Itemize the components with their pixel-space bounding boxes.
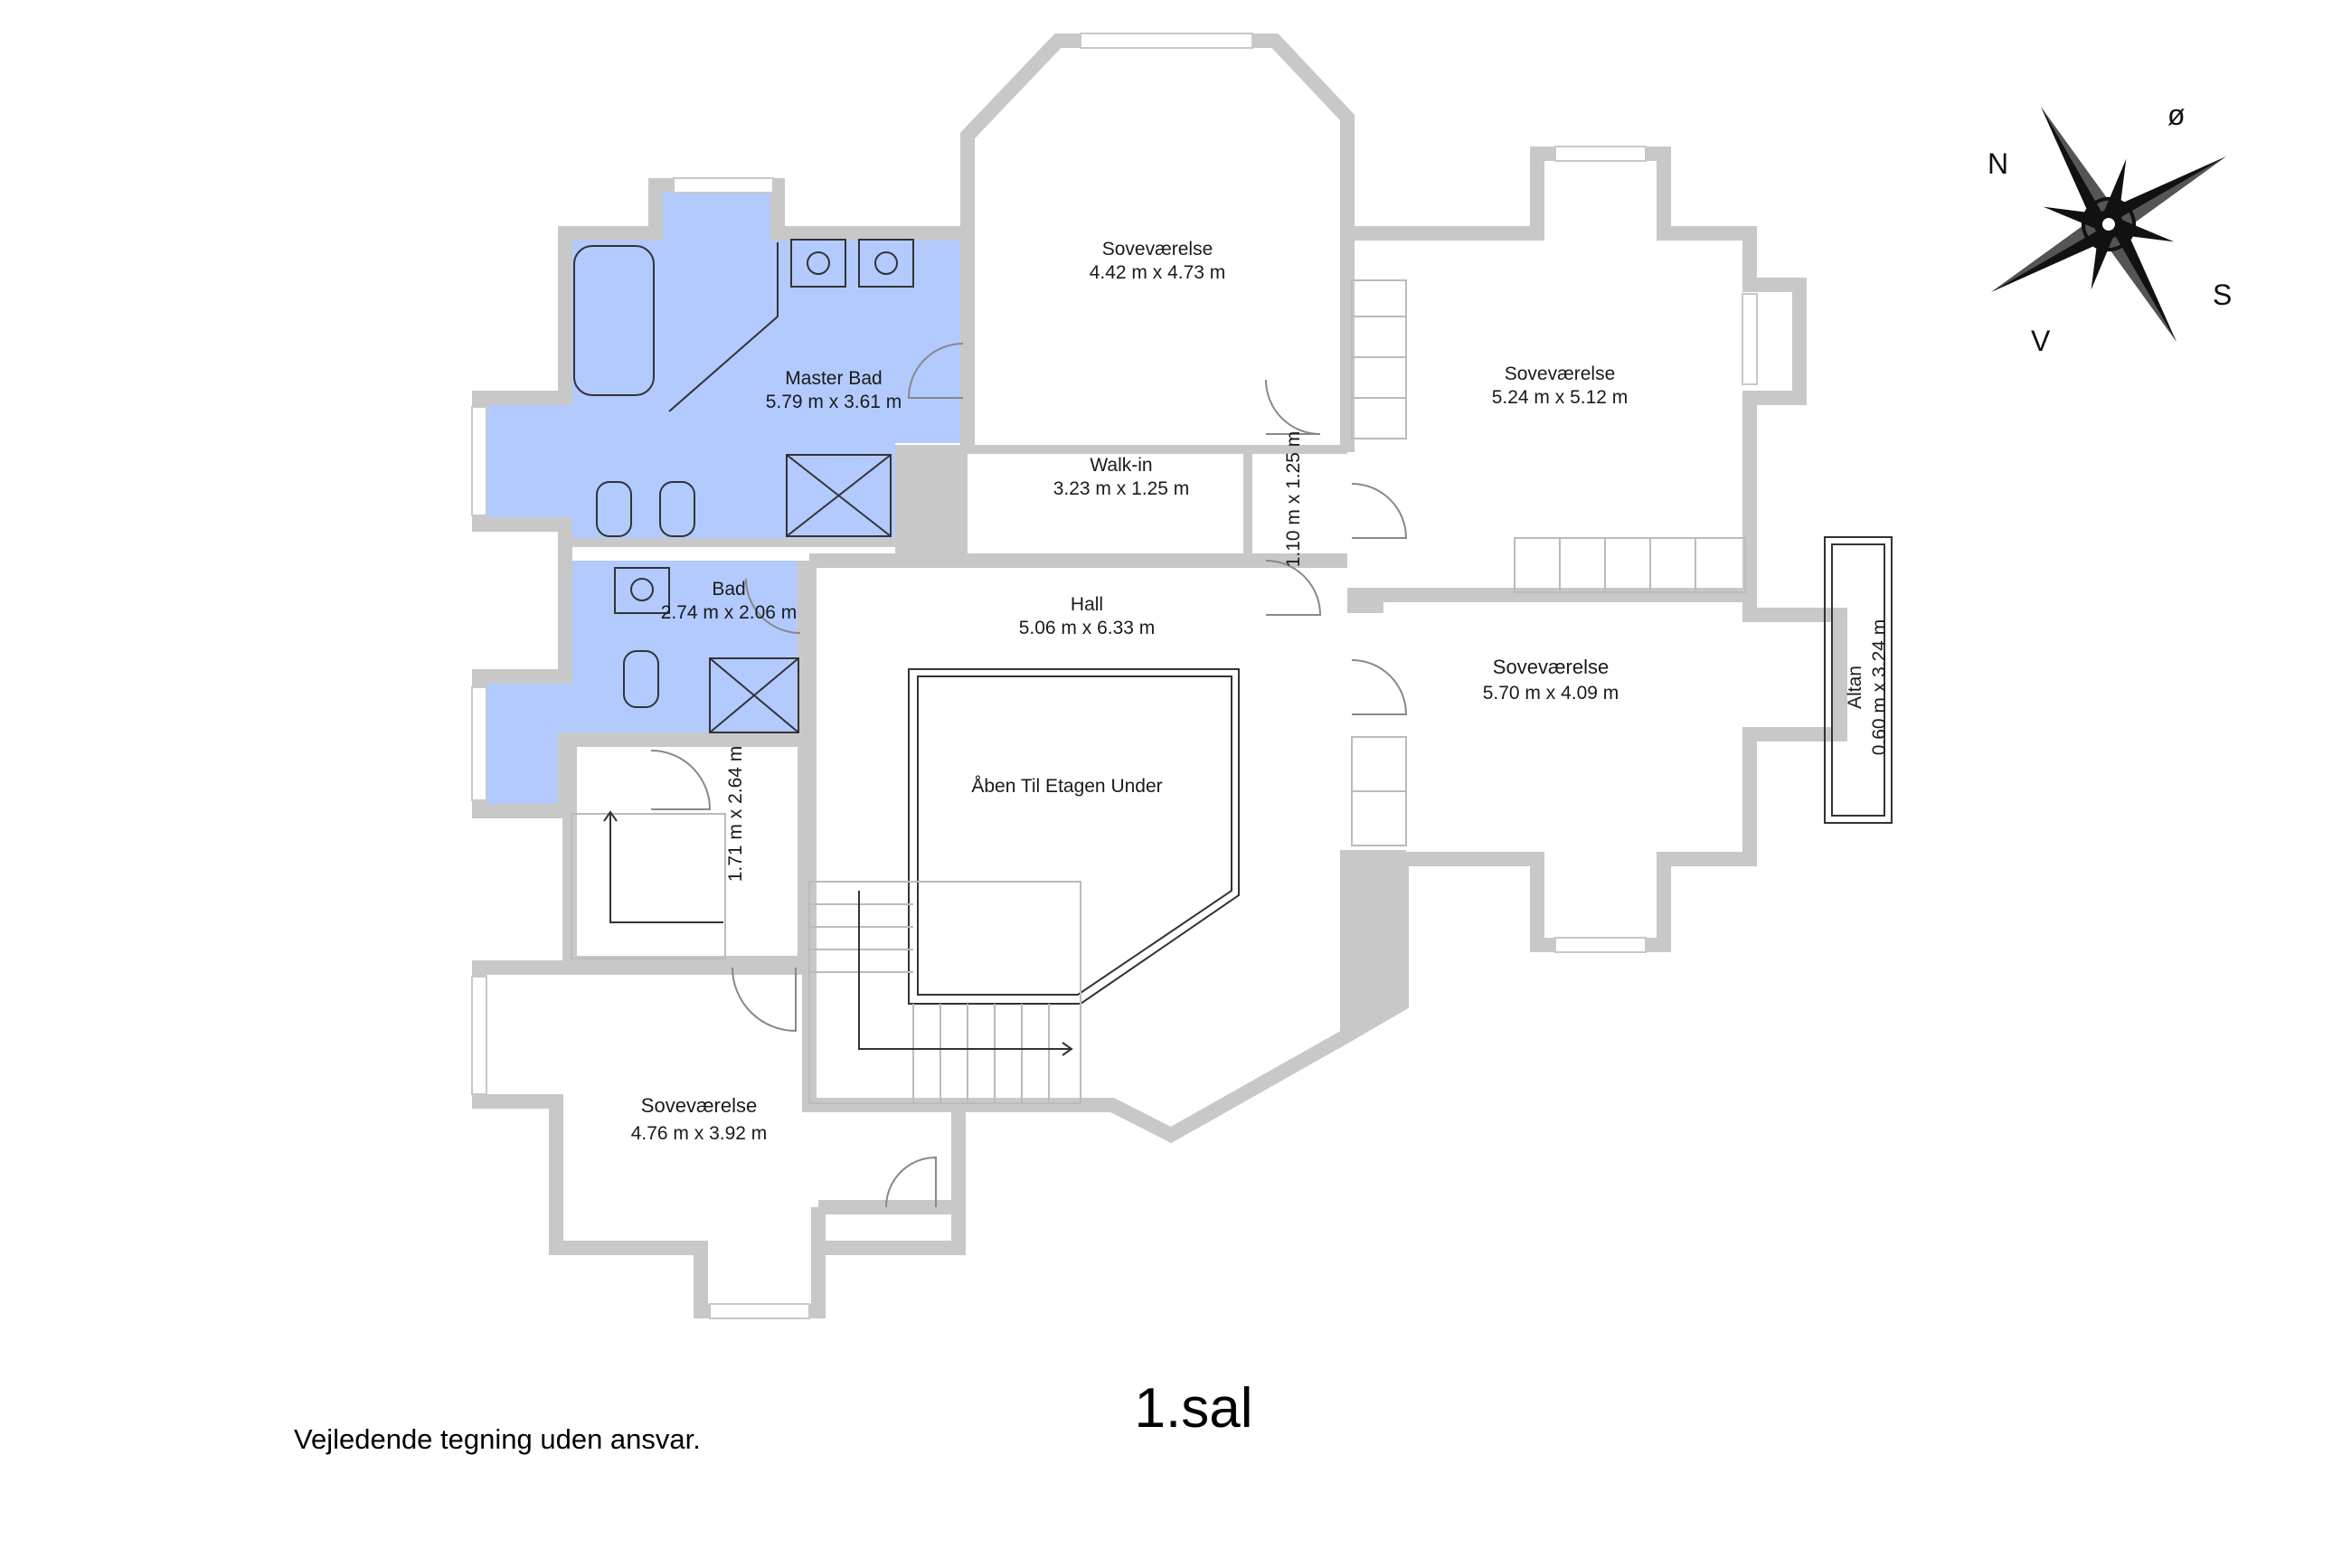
master-bath-size: 5.79 m x 3.61 m [766,392,902,412]
bath-shower [709,657,799,733]
small-corridor-size: 1.10 m x 1.25 m [1283,431,1304,568]
bath-toilet [623,650,659,708]
bedroom-right-lower-size: 5.70 m x 4.09 m [1483,683,1619,704]
compass-east: ø [2167,99,2186,131]
shower [786,454,892,537]
hall-size: 5.06 m x 6.33 m [1019,618,1156,638]
master-bath-nook [662,185,778,240]
balcony-size: 0.60 m x 3.24 m [1869,619,1890,756]
compass-west: V [2031,325,2051,357]
sink-2 [858,239,914,288]
bedroom-bottom-left-name: Soveværelse [641,1094,757,1117]
walk-in-name: Walk-in [1090,455,1152,476]
toilet-2 [659,481,695,537]
toilet-1 [596,481,632,537]
stairs [571,810,1081,1104]
balcony-name: Altan [1845,666,1865,709]
stair-corridor-size: 1.71 m x 2.64 m [725,746,746,883]
sink-1 [790,239,846,288]
disclaimer-text: Vejledende tegning uden ansvar. [294,1423,701,1455]
bath-sink [614,567,670,614]
balcony [1824,536,1893,824]
compass-north: N [1987,147,2008,180]
bedroom-right-upper-name: Soveværelse [1505,364,1616,384]
bedroom-right-lower-name: Soveværelse [1493,656,1609,678]
windows [471,33,1758,1319]
bath-name: Bad [712,579,745,600]
bedroom-top-name: Soveværelse [1102,239,1213,260]
doors [650,343,1408,1208]
bedroom-top-size: 4.42 m x 4.73 m [1090,262,1226,283]
compass-south: S [2213,279,2232,311]
open-to-below-label: Åben Til Etagen Under [971,776,1162,797]
walk-in-size: 3.23 m x 1.25 m [1053,478,1190,499]
room-labels: Soveværelse 4.42 m x 4.73 m Soveværelse … [631,239,1890,1144]
hall-name: Hall [1071,594,1103,615]
solid-blocks [895,445,1406,1035]
bedroom-bottom-left-size: 4.76 m x 3.92 m [631,1123,768,1144]
wardrobes [1351,279,1746,846]
compass-rose [1991,107,2226,342]
bathtub [573,245,655,396]
master-bath-name: Master Bad [785,368,882,389]
open-to-below [908,668,1240,1005]
bath-fixtures [573,239,914,733]
bath-size: 2.74 m x 2.06 m [661,602,798,623]
floor-title: 1.sal [1135,1377,1253,1440]
bedroom-right-upper-size: 5.24 m x 5.12 m [1492,387,1629,408]
master-bath-floor [484,240,963,543]
